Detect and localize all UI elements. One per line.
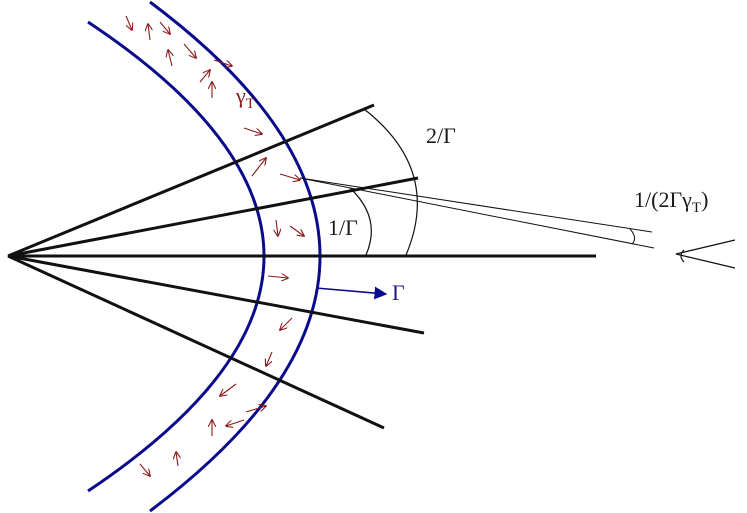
- beam-line-2: [299, 177, 655, 249]
- angle-2-over-gamma-label: 2/Γ: [426, 123, 456, 148]
- particle-arrow: [289, 225, 304, 236]
- particle-arrows: [125, 15, 304, 476]
- angle-arc-1-over-gamma: [349, 187, 372, 256]
- particle-arrow: [168, 50, 172, 67]
- particle-arrow: [279, 173, 300, 180]
- rays: [7, 103, 596, 430]
- particle-arrow: [139, 463, 150, 476]
- ray-upper-2-over-gamma: [7, 103, 375, 258]
- particle-arrow: [213, 59, 232, 66]
- beam-angle-arc: [629, 228, 636, 245]
- beam-line-1: [299, 177, 653, 233]
- particle-arrow: [199, 70, 210, 83]
- ray-lower-2: [7, 254, 385, 430]
- particle-arrow: [125, 15, 132, 30]
- ray-upper-1-over-gamma: [7, 176, 419, 258]
- angle-arc-2-over-gamma: [363, 108, 418, 256]
- particle-arrow: [159, 21, 170, 34]
- observer-angle-label: 1/(2ΓγT): [634, 187, 708, 216]
- angle-1-over-gamma-label: 1/Γ: [328, 215, 358, 240]
- velocity-arrow: [315, 286, 388, 300]
- particle-arrow: [267, 276, 288, 278]
- particle-arrow: [245, 406, 266, 413]
- ray-lower-1: [7, 254, 425, 335]
- observer-eye-icon: [675, 239, 736, 269]
- particle-arrow: [280, 317, 293, 330]
- gamma-t-label: γT: [235, 83, 255, 112]
- particle-arrow: [148, 24, 150, 41]
- particle-arrow: [251, 158, 266, 177]
- particle-arrow: [176, 452, 178, 467]
- velocity-gamma-label: Γ: [392, 280, 405, 305]
- particle-arrow: [226, 419, 245, 426]
- particle-arrow: [183, 43, 196, 58]
- particle-arrow: [220, 383, 237, 396]
- particle-arrow: [243, 127, 262, 134]
- particle-arrow: [276, 219, 278, 236]
- particle-arrow: [266, 351, 273, 366]
